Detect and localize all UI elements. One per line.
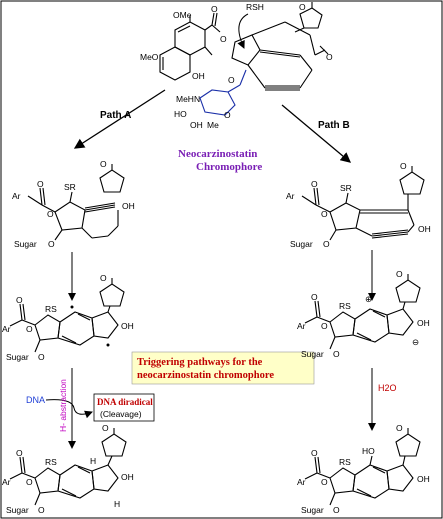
atom-ar-b1: Ar [286,191,295,201]
path-b-intermediate-1 [301,166,425,241]
label-h-abstraction: H- abstraction [58,379,68,432]
atom-o-a2-ester: O [26,324,33,334]
label-cleavage: (Cleavage) [100,409,142,419]
atom-meo: MeO [140,52,159,62]
atom-oh-a1: OH [122,201,135,211]
dna-curve-arrow [45,399,93,419]
atom-o-carbonate-top: O [299,2,306,12]
chromophore-structure [159,2,329,116]
charge-plus-b2: ⊕ [365,294,372,304]
title-line1: Neocarzinostatin [178,148,257,160]
atom-o-sugar-a3: O [38,505,45,515]
atom-h-a3-bottom: H [114,499,120,509]
atom-o-b2-ester: O [321,321,328,331]
atom-o-b3-carbonyl: O [311,448,318,458]
atom-o-b2-carbonyl: O [311,292,318,302]
atom-o-carbonate-a2: O [100,273,107,283]
atom-sugar-a2: Sugar [6,352,29,362]
callout-box [131,351,315,385]
path-a-diradical [9,278,125,353]
title-line2: Chromophore [196,161,262,173]
atom-oh-sugar: OH [190,120,203,130]
atom-ar-a1: Ar [12,191,21,201]
atom-o-a3-carbonyl: O [16,448,23,458]
charge-minus-b2: ⊖ [412,337,419,347]
path-b-label: Path B [318,120,350,131]
atom-oh-b1: OH [418,224,431,234]
atom-ho-b3: HO [362,446,375,456]
atom-o-a1-ester: O [47,209,54,219]
path-b-zwitterion [304,274,421,350]
atom-oh-b2: OH [417,318,430,328]
path-b-product [304,428,421,506]
reagent-rsh: RSH [246,2,264,12]
atom-sugar-a3: Sugar [6,505,29,515]
path-a-product [9,428,127,506]
path-a-arrow [73,89,166,149]
callout-line1: Triggering pathways for the [137,357,263,368]
atom-oh-a3: OH [121,472,134,482]
atom-sr-a1: SR [64,182,76,192]
atom-o-carbonate-a3: O [102,423,109,433]
dna-diradical-box [93,393,155,422]
atom-o-epoxide: O [326,52,333,62]
atom-me-sugar: Me [207,120,219,130]
atom-o-carbonyl: O [211,4,218,14]
atom-sugar-b3: Sugar [301,505,324,515]
atom-rs-a3: RS [45,457,57,467]
atom-sugar-a1: Sugar [14,239,37,249]
atom-ho: HO [174,109,187,119]
atom-rs-b3: RS [339,457,351,467]
atom-o-carbonate-b2: O [396,269,403,279]
atom-o-sugar-a2: O [38,352,45,362]
atom-o-sugar-b3: O [333,505,340,515]
atom-sr-b1: SR [340,183,352,193]
atom-o-a1-carbonyl: O [37,179,44,189]
atom-meh-n: MeHN [176,94,200,104]
path-a-intermediate-1 [27,164,125,241]
atom-o-a3-ester: O [26,477,33,487]
atom-rs-b2: RS [339,301,351,311]
atom-o-carbonate-a1: O [100,159,107,169]
atom-ar-a3: Ar [2,477,11,487]
atom-oh-a2: OH [121,321,134,331]
atom-o-b1-ester: O [321,209,328,219]
atom-o-carbonate-b1: O [400,161,407,171]
atom-oh-naph: OH [192,71,205,81]
atom-ar-b3: Ar [297,477,306,487]
atom-o-sugar-link: O [228,75,235,85]
atom-o-b3-ester: O [321,477,328,487]
atom-o-sugar-a1: O [48,239,55,249]
reagent-dna: DNA [26,395,45,405]
callout-line2: neocarzinostatin chromophore [137,370,274,381]
atom-h-a3-top: H [90,456,96,466]
atom-o-ester: O [220,34,227,44]
atom-sugar-b2: Sugar [301,349,324,359]
atom-ar-a2: Ar [2,324,11,334]
atom-o-sugar-ring: O [224,110,231,120]
atom-o-sugar-b1: O [323,239,330,249]
atom-ome-top: OMe [173,10,192,20]
atom-o-sugar-b2: O [333,349,340,359]
atom-o-b1-carbonyl: O [311,179,318,189]
atom-oh-b3: OH [417,474,430,484]
label-dna-diradical: DNA diradical [97,397,153,407]
atom-sugar-b1: Sugar [290,239,313,249]
atom-rs-a2: RS [45,304,57,314]
rsh-attack-arrow [237,13,249,49]
path-a-label: Path A [100,110,131,121]
atom-o-a2-carbonyl: O [16,295,23,305]
atom-o-carbonate-b3: O [396,423,403,433]
radical-dot-a2-bottom [106,343,110,347]
atom-ar-b2: Ar [297,321,306,331]
radical-dot-a2-top [70,305,74,309]
path-b-arrow [281,104,351,163]
reagent-h2o: H2O [378,383,397,393]
